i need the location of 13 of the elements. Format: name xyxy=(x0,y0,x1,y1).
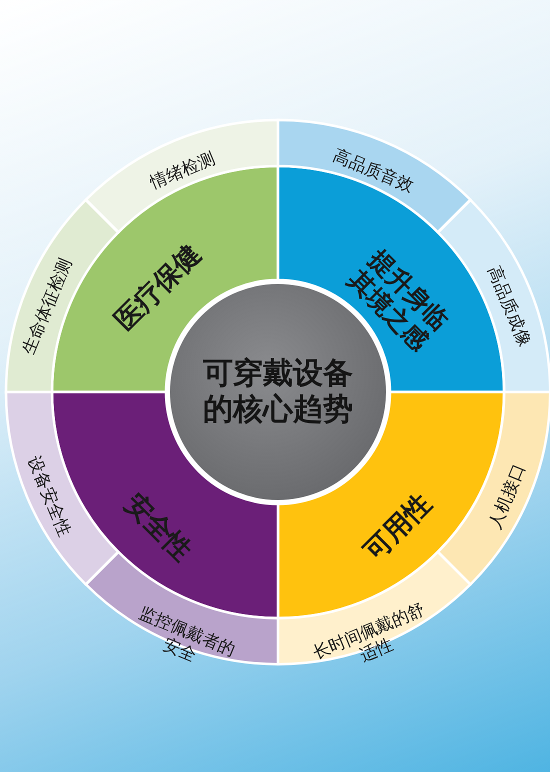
segment-label: 长时间佩戴的舒适性 xyxy=(310,600,430,668)
segment-title: 医疗保健 xyxy=(108,238,209,340)
segment-label: 监控佩戴者的安全 xyxy=(134,602,239,668)
segment-label: 设备安全性 xyxy=(22,452,76,542)
segment-title: 提升身临其境之感 xyxy=(341,244,455,358)
segment-title: 可用性 xyxy=(356,486,438,569)
segment-label: 生命体征检测 xyxy=(18,254,77,360)
segment-label: 高品质音效 xyxy=(329,144,418,199)
center-title: 可穿戴设备的核心趋势 xyxy=(202,356,354,428)
segment-title: 安全性 xyxy=(118,486,200,569)
segment-label: 人机接口 xyxy=(484,460,531,534)
segment-label: 情绪检测 xyxy=(146,148,219,196)
segment-label: 高品质成像 xyxy=(482,262,536,352)
